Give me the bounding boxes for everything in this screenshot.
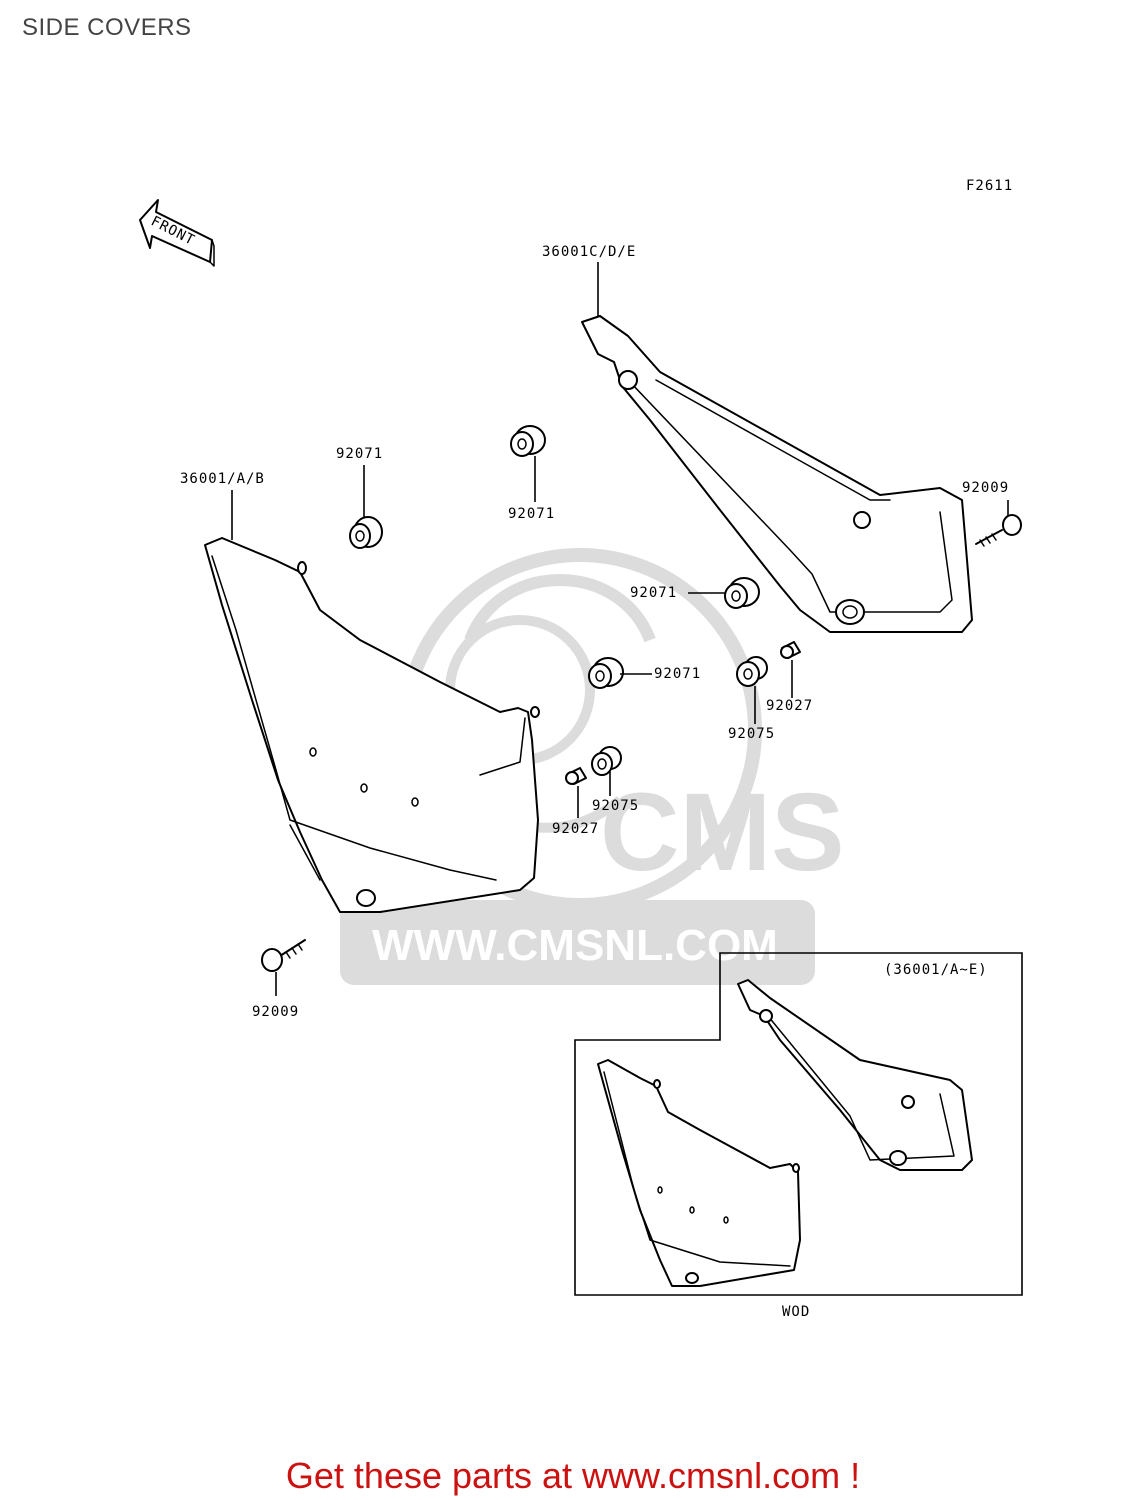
- inset-box: (36001/A~E): [574, 952, 1023, 1296]
- watermark-url: WWW.CMSNL.COM: [372, 921, 778, 970]
- label-bushing-left: 92075: [592, 798, 639, 814]
- grommet-3: [724, 577, 760, 609]
- label-bolt-right: 92009: [962, 480, 1009, 496]
- grommet-1: [349, 516, 383, 549]
- label-bushing-right: 92075: [728, 726, 775, 742]
- figure-code: F2611: [966, 178, 1013, 194]
- watermark: CMS WWW.CMSNL.COM: [340, 548, 844, 985]
- inset-title: (36001/A~E): [884, 962, 988, 978]
- cta-link-text[interactable]: Get these parts at www.cmsnl.com !: [285, 1455, 861, 1496]
- left-side-cover: [204, 537, 540, 913]
- bushing-left: [591, 746, 622, 776]
- inset-caption: WOD: [782, 1304, 810, 1320]
- label-grommet-4: 92071: [654, 666, 701, 682]
- bolt-left: [261, 939, 306, 972]
- collar-left: [565, 767, 587, 785]
- grommet-2: [510, 425, 546, 457]
- label-collar-right: 92027: [766, 698, 813, 714]
- right-side-cover: [581, 315, 973, 633]
- collar-right: [780, 641, 801, 659]
- label-grommet-2: 92071: [508, 506, 555, 522]
- grommet-4: [588, 657, 624, 689]
- label-bolt-left: 92009: [252, 1004, 299, 1020]
- page-title: SIDE COVERS: [22, 14, 192, 41]
- label-grommet-3: 92071: [630, 585, 677, 601]
- bushing-right: [736, 656, 768, 687]
- label-left-cover: 36001/A/B: [180, 471, 265, 487]
- label-collar-left: 92027: [552, 821, 599, 837]
- bolt-right: [975, 514, 1022, 547]
- label-right-cover: 36001C/D/E: [542, 244, 636, 260]
- label-grommet-1: 92071: [336, 446, 383, 462]
- front-arrow-icon: FRONT: [139, 199, 215, 267]
- watermark-brand: CMS: [600, 771, 844, 894]
